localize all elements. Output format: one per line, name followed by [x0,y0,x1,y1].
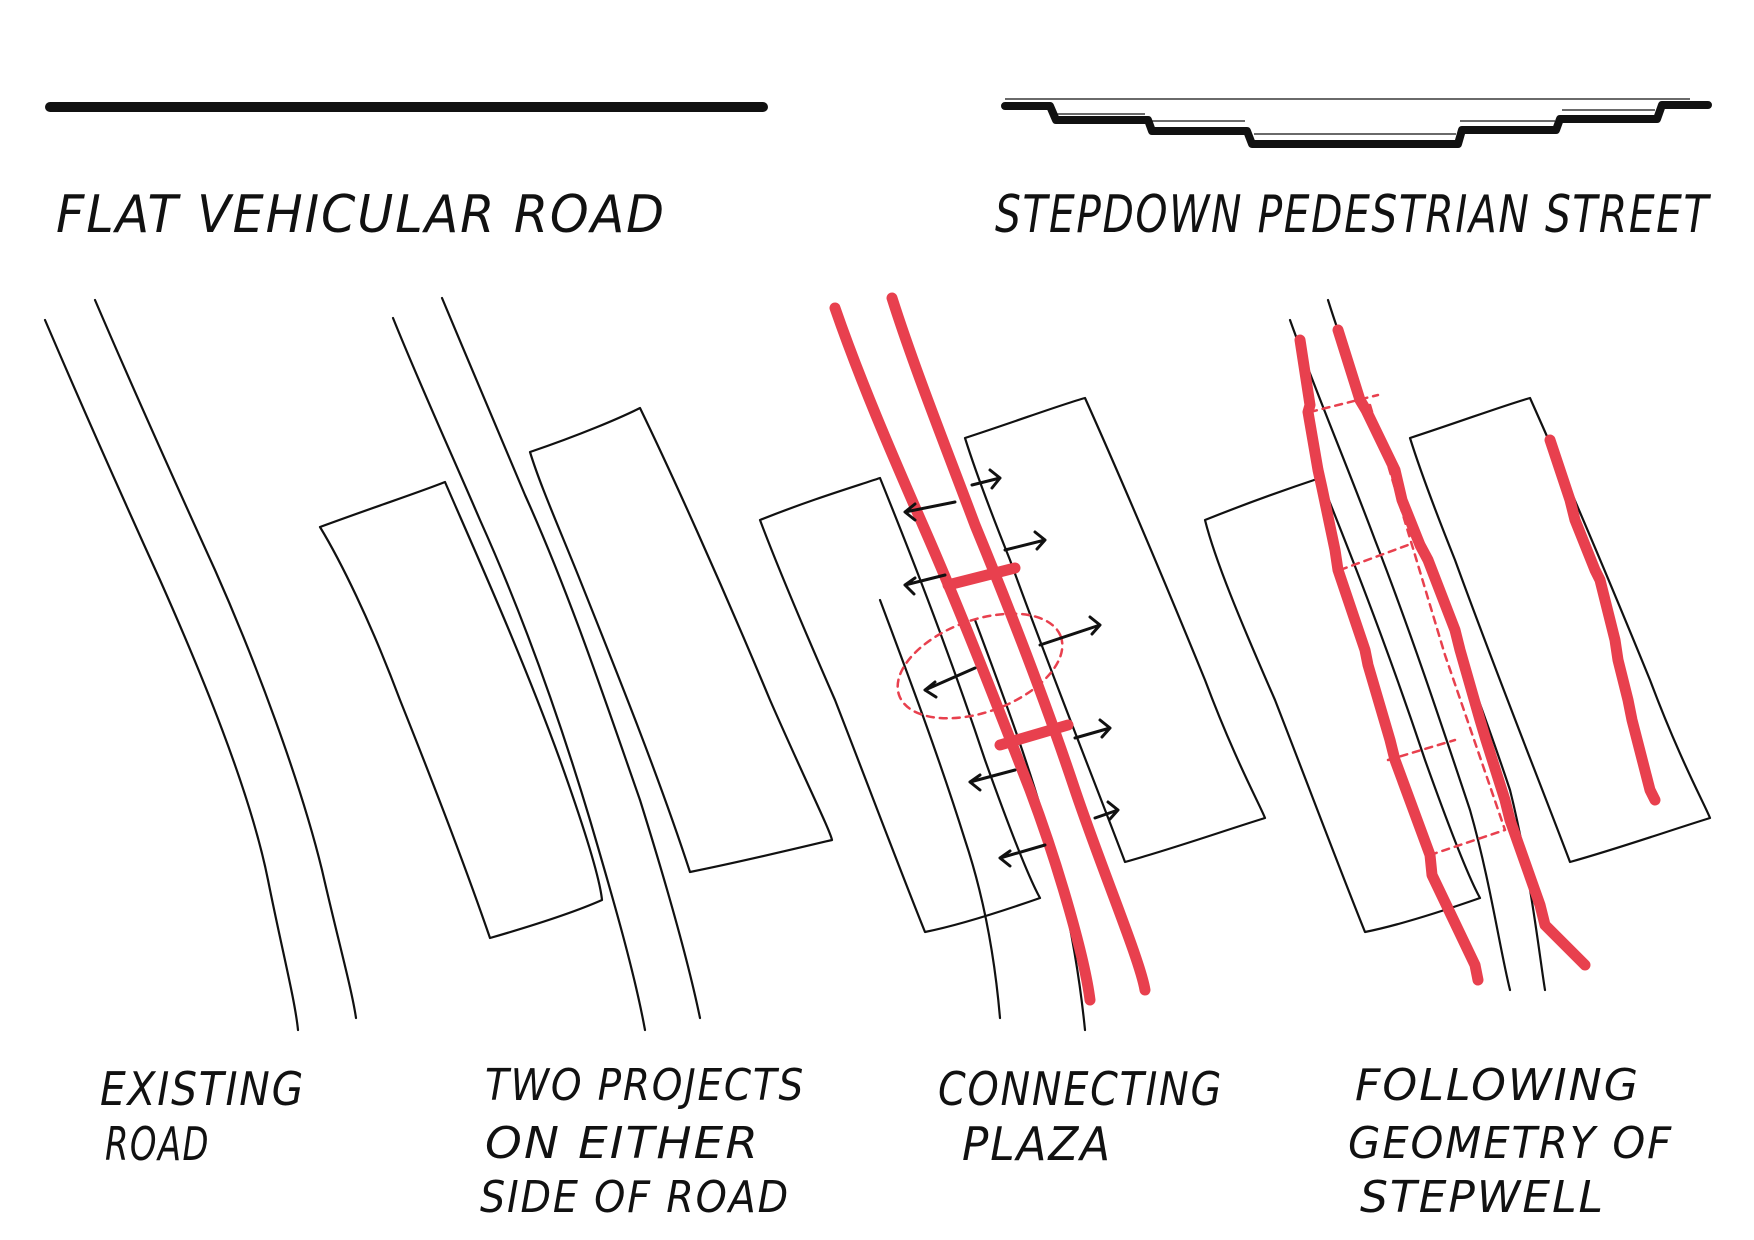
svg-text:FOLLOWING: FOLLOWING [1355,1060,1640,1111]
stepdown-street-section [1001,98,1712,148]
svg-text:SIDE OF ROAD: SIDE OF ROAD [480,1172,790,1223]
svg-text:TWO PROJECTS: TWO PROJECTS [485,1060,805,1111]
left-title: FLAT VEHICULAR ROAD [56,185,666,245]
stepwell-red-edges [1294,324,1661,986]
panel-existing-road [43,298,358,1032]
svg-text:ON EITHER: ON EITHER [485,1118,760,1169]
caption-two-projects: TWO PROJECTS ON EITHER SIDE OF ROAD [480,1060,805,1223]
svg-text:CONNECTING: CONNECTING [938,1062,1223,1116]
panel-connecting-plaza [758,292,1267,1032]
svg-text:STEPWELL: STEPWELL [1360,1172,1605,1223]
svg-text:GEOMETRY OF: GEOMETRY OF [1348,1118,1673,1169]
plaza-red-edges [829,292,1151,1006]
left-building-outline [318,480,604,940]
svg-text:ROAD: ROAD [105,1117,210,1171]
caption-stepwell: FOLLOWING GEOMETRY OF STEPWELL [1348,1060,1673,1223]
panel-stepwell-geometry [1203,298,1712,992]
panel-two-projects [318,296,834,1032]
svg-text:EXISTING: EXISTING [100,1062,305,1116]
right-building-outline [528,406,834,874]
right-title: STEPDOWN PEDESTRIAN STREET [995,185,1712,245]
plaza-access-arrows [903,468,1120,868]
caption-connecting-plaza: CONNECTING PLAZA [938,1062,1223,1171]
svg-text:PLAZA: PLAZA [962,1117,1112,1171]
caption-existing-road: EXISTING ROAD [100,1062,305,1171]
